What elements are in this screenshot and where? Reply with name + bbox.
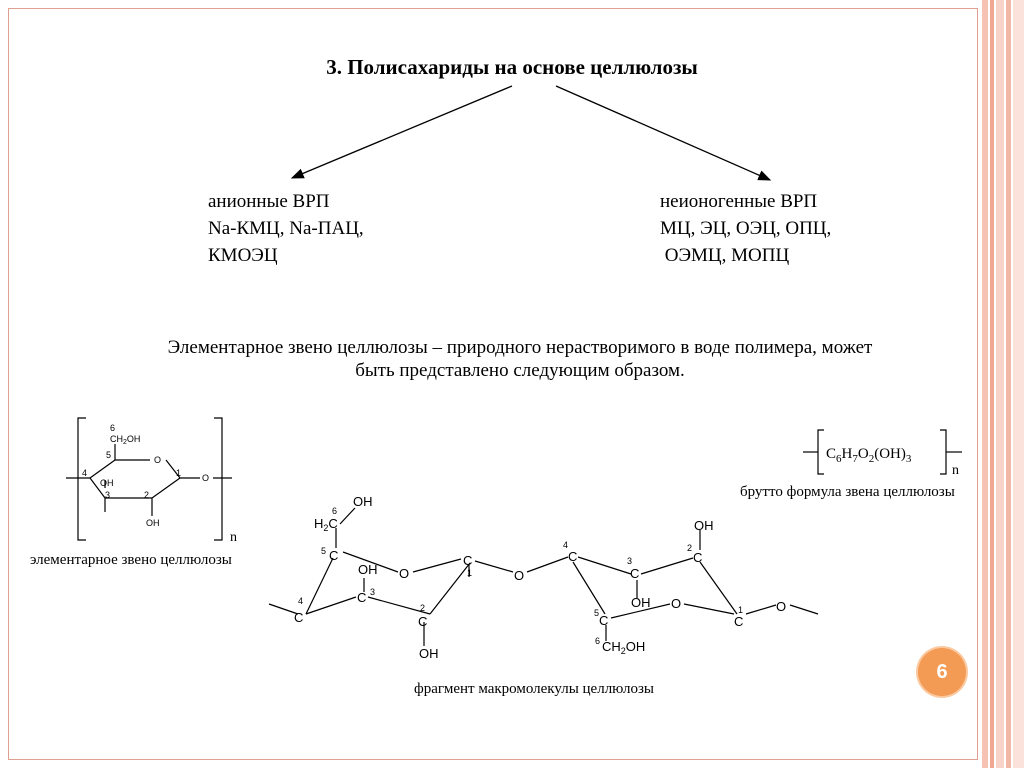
number-3-right: 3 xyxy=(627,556,632,566)
h2c-group: H2C xyxy=(314,516,338,533)
caption-elementary-unit: элементарное звено целлюлозы xyxy=(30,552,232,568)
ring-number-5: 5 xyxy=(106,450,111,460)
gross-formula-n: n xyxy=(952,463,959,478)
oh-c3-left: OH xyxy=(358,562,378,577)
number-4-left: 4 xyxy=(298,596,303,606)
ch2oh-right: CH2OH xyxy=(602,639,645,656)
oh-c3-right: OH xyxy=(631,595,651,610)
number-6-left: 6 xyxy=(332,506,337,516)
ring-number-4: 4 xyxy=(82,468,87,478)
carbon-4-right: C xyxy=(568,549,577,564)
anionic-list-2: КМОЭЦ xyxy=(208,245,278,266)
number-3-left: 3 xyxy=(370,587,375,597)
number-2-left: 2 xyxy=(420,603,425,613)
oh-c2-left: OH xyxy=(419,646,439,661)
page-number-badge: 6 xyxy=(918,648,966,696)
carbon-4-left: C xyxy=(294,610,303,625)
carbon-3-left: C xyxy=(357,590,366,605)
ring-number-1: 1 xyxy=(176,468,181,478)
caption-macromolecule-fragment: фрагмент макромолекулы целлюлозы xyxy=(414,681,655,697)
description-line-2: быть представлено следующим образом. xyxy=(355,360,685,381)
anionic-list-1: Na-КМЦ, Na-ПАЦ, xyxy=(208,218,364,239)
number-6-right: 6 xyxy=(595,636,600,646)
description-paragraph: Элементарное звено целлюлозы – природног… xyxy=(60,336,980,382)
decorative-stripes xyxy=(982,0,1024,768)
ring-number-3: 3 xyxy=(105,490,110,500)
carbon-1-right: C xyxy=(734,614,743,629)
carbon-1-left: C xyxy=(463,553,472,568)
oh-c2-right: OH xyxy=(694,518,714,533)
oh-bottom: OH xyxy=(146,518,160,528)
arrow-left xyxy=(290,85,513,179)
link-oxygen-right: O xyxy=(776,599,786,614)
gross-formula-text: C6H7O2(OH)3 xyxy=(826,446,912,465)
number-1-right: 1 xyxy=(738,605,743,615)
repeat-n: n xyxy=(230,530,237,545)
oh-left: OH xyxy=(100,478,114,488)
number-5-left: 5 xyxy=(321,546,326,556)
oh-c6-left: OH xyxy=(353,494,373,509)
anionic-header: анионные ВРП xyxy=(208,191,330,212)
nonionic-list-2: ОЭМЦ, МОПЦ xyxy=(660,245,790,266)
nonionic-header: неионогенные ВРП xyxy=(660,191,818,212)
description-line-1: Элементарное звено целлюлозы – природног… xyxy=(167,337,873,358)
glycosidic-oxygen: O xyxy=(514,568,524,583)
ring-oxygen-right: O xyxy=(671,596,681,611)
ch2oh-group: CH2OH xyxy=(110,434,140,446)
number-2-right: 2 xyxy=(687,543,692,553)
ring-number-6: 6 xyxy=(110,423,115,433)
slide-border xyxy=(8,8,978,760)
ring-number-2: 2 xyxy=(144,490,149,500)
number-5-right: 5 xyxy=(594,608,599,618)
arrow-right xyxy=(555,85,772,181)
carbon-3-right: C xyxy=(630,566,639,581)
carbon-5-left: C xyxy=(329,548,338,563)
number-4-right: 4 xyxy=(563,540,568,550)
carbon-2-left: C xyxy=(418,614,427,629)
link-oxygen: O xyxy=(202,473,209,483)
slide-title: 3. Полисахариды на основе целлюлозы xyxy=(326,55,698,79)
carbon-5-right: C xyxy=(599,613,608,628)
nonionic-list-1: МЦ, ЭЦ, ОЭЦ, ОПЦ, xyxy=(660,218,832,239)
carbon-2-right: C xyxy=(693,550,702,565)
number-1-left: 1 xyxy=(467,568,472,578)
ring-oxygen-left: O xyxy=(399,566,409,581)
ring-oxygen: O xyxy=(154,455,161,465)
caption-gross-formula: брутто формула звена целлюлозы xyxy=(740,484,955,500)
